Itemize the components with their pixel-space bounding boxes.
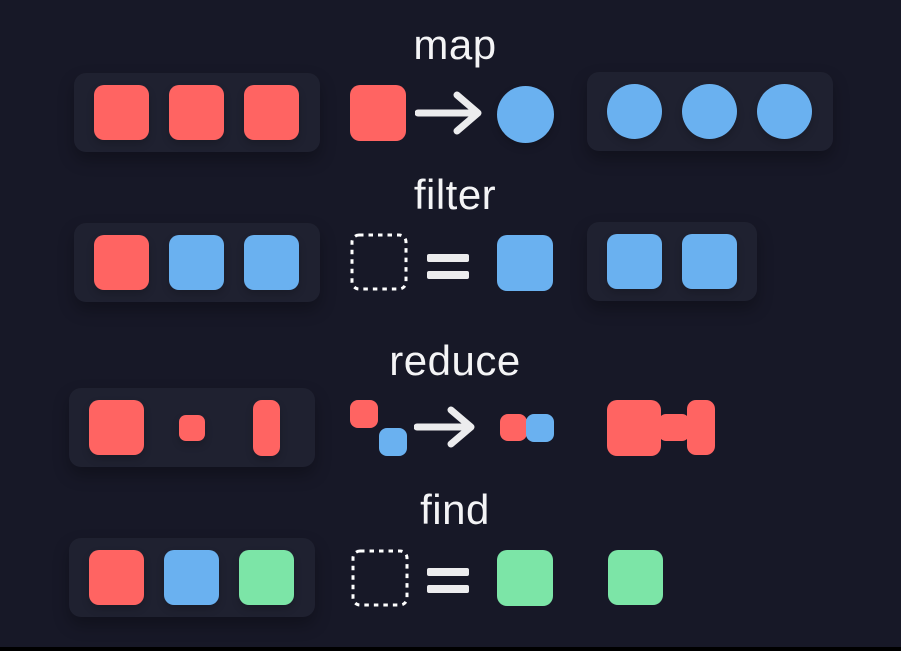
merged-tall-rect bbox=[687, 400, 715, 455]
blue-square bbox=[244, 235, 299, 290]
array-slot bbox=[244, 85, 299, 141]
filter-output-array bbox=[587, 222, 757, 301]
equals-bar bbox=[427, 568, 469, 576]
dashed-placeholder-box bbox=[350, 233, 408, 291]
arrow-right-icon bbox=[415, 91, 482, 135]
filter-input-array bbox=[74, 223, 320, 302]
red-square-large bbox=[89, 400, 144, 455]
red-rect-tall bbox=[253, 399, 280, 456]
blue-circle bbox=[497, 86, 554, 143]
equals-sign bbox=[427, 254, 469, 279]
dashed-placeholder-box bbox=[351, 549, 409, 607]
blue-square-small bbox=[526, 414, 554, 442]
equals-sign bbox=[427, 568, 469, 593]
red-square-small bbox=[178, 414, 205, 441]
blue-circle bbox=[757, 84, 812, 139]
find-output-green-square bbox=[608, 550, 663, 605]
array-slot bbox=[244, 235, 299, 291]
arrow-right-icon bbox=[414, 406, 475, 448]
blue-circle bbox=[682, 84, 737, 139]
red-square bbox=[244, 85, 299, 140]
blue-square bbox=[497, 235, 553, 291]
map-output-array bbox=[587, 72, 833, 151]
array-slot bbox=[169, 235, 224, 291]
array-slot bbox=[164, 550, 219, 606]
blue-square bbox=[164, 550, 219, 605]
row-reduce-title: reduce bbox=[389, 337, 521, 384]
array-slot bbox=[94, 85, 149, 141]
red-square bbox=[94, 85, 149, 140]
array-slot bbox=[239, 399, 294, 456]
blue-square bbox=[607, 234, 662, 289]
reduce-input-array bbox=[69, 388, 315, 467]
equals-bar bbox=[427, 271, 469, 279]
red-square bbox=[94, 235, 149, 290]
red-square-small bbox=[500, 414, 527, 441]
merged-connector bbox=[659, 414, 689, 441]
array-slot bbox=[682, 234, 737, 290]
array-slot bbox=[169, 85, 224, 141]
merged-big-square bbox=[607, 400, 661, 456]
blue-square bbox=[682, 234, 737, 289]
bottom-edge-bar bbox=[0, 647, 901, 651]
array-slot bbox=[239, 550, 294, 606]
blue-square bbox=[169, 235, 224, 290]
red-square-small bbox=[350, 400, 378, 428]
red-square bbox=[89, 550, 144, 605]
row-map-title: map bbox=[413, 21, 497, 68]
array-slot bbox=[682, 84, 737, 140]
array-slot bbox=[89, 400, 144, 456]
find-input-array bbox=[69, 538, 315, 617]
array-slot bbox=[607, 84, 662, 140]
map-input-array bbox=[74, 73, 320, 152]
array-slot bbox=[757, 84, 812, 140]
array-slot bbox=[607, 234, 662, 290]
green-square bbox=[239, 550, 294, 605]
blue-circle bbox=[607, 84, 662, 139]
array-slot bbox=[164, 400, 219, 456]
equals-bar bbox=[427, 254, 469, 262]
green-square bbox=[497, 550, 553, 606]
equals-bar bbox=[427, 585, 469, 593]
array-slot bbox=[94, 235, 149, 291]
reduce-output-merged-shape bbox=[607, 400, 715, 456]
red-square bbox=[169, 85, 224, 140]
row-filter-title: filter bbox=[413, 171, 497, 218]
row-find-title: find bbox=[420, 486, 490, 533]
array-slot bbox=[89, 550, 144, 606]
blue-square-small bbox=[379, 428, 407, 456]
red-square bbox=[350, 85, 406, 141]
